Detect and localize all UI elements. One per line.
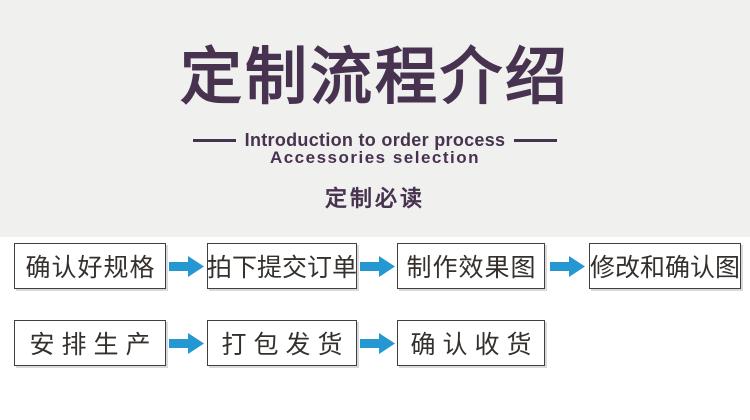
section-label: 定制必读: [324, 186, 425, 211]
flow-arrow-icon: [357, 332, 397, 355]
flow-arrow-icon: [545, 255, 589, 278]
subtitle-english: Introduction to order process: [244, 130, 506, 150]
flow-step-box: 打包发货: [207, 320, 357, 366]
flow-arrow-icon: [357, 255, 397, 278]
flow-step-box: 修改和确认图: [589, 243, 741, 289]
flow-arrow-icon: [166, 332, 207, 355]
subtitle-row: Introduction to order process: [0, 130, 750, 150]
flow-step-box: 拍下提交订单: [207, 243, 357, 289]
left-dash-divider: [192, 138, 236, 142]
flow-row-1: 确认好规格 拍下提交订单 制作效果图 修改和确认图: [14, 243, 741, 289]
header-section: 定制流程介绍 Introduction to order process Acc…: [0, 0, 750, 237]
right-dash-divider: [514, 138, 558, 142]
flow-step-box: 安排生产: [14, 320, 166, 366]
page-title: 定制流程介绍: [179, 43, 570, 112]
flow-arrow-icon: [166, 255, 207, 278]
flow-step-box: 确认好规格: [14, 243, 166, 289]
flow-step-box: 制作效果图: [397, 243, 545, 289]
subtitle-english-2: Accessories selection: [269, 148, 481, 167]
flow-step-box: 确认收货: [397, 320, 545, 366]
flow-row-2: 安排生产 打包发货 确认收货: [14, 320, 545, 366]
